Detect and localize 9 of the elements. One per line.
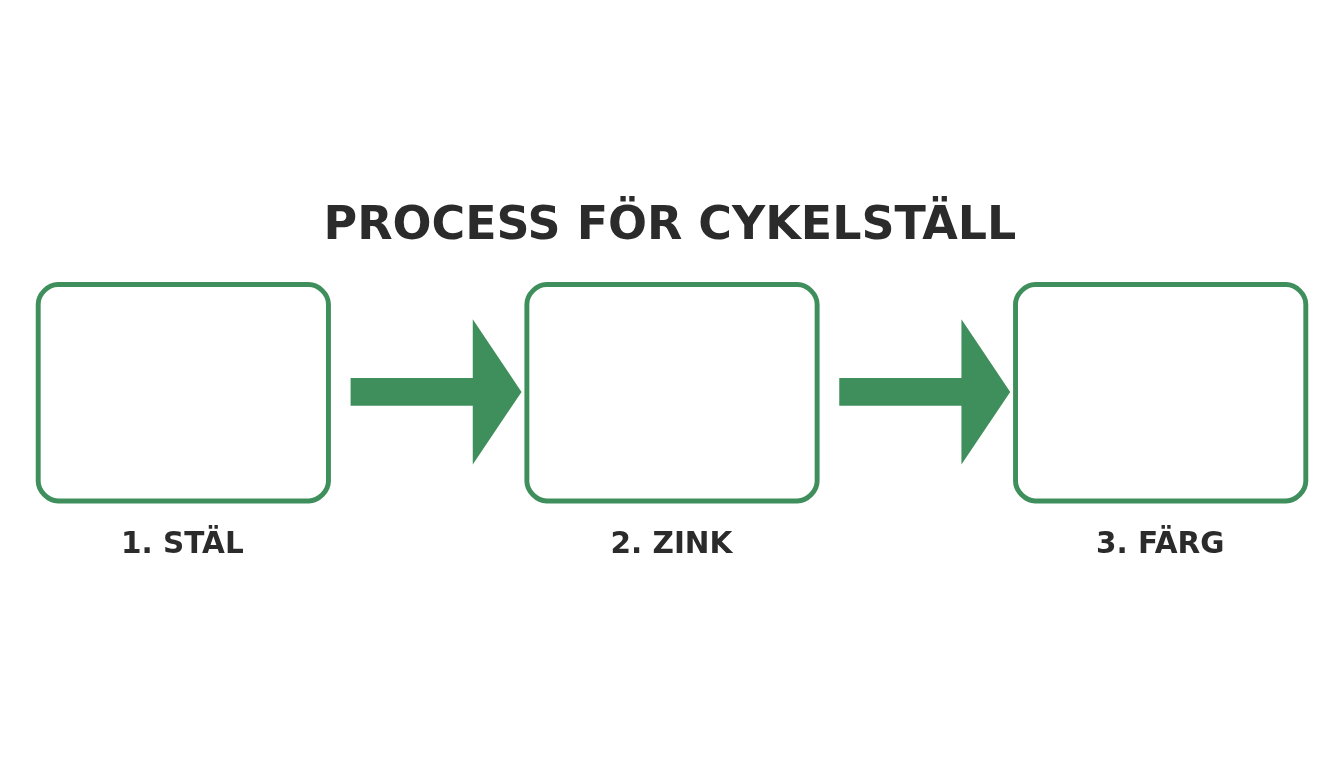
- node-label: 3. FÄRG: [1095, 525, 1225, 560]
- node-box: [35, 281, 331, 503]
- node-box: [524, 281, 820, 503]
- node-label: 1. STÄL: [121, 525, 244, 560]
- node-box: [1013, 281, 1309, 503]
- diagram-title: PROCESS FÖR CYKELSTÄLL: [323, 195, 1017, 250]
- node-label: 2. ZINK: [610, 525, 733, 560]
- arrow: [350, 318, 522, 464]
- arrow: [839, 318, 1011, 464]
